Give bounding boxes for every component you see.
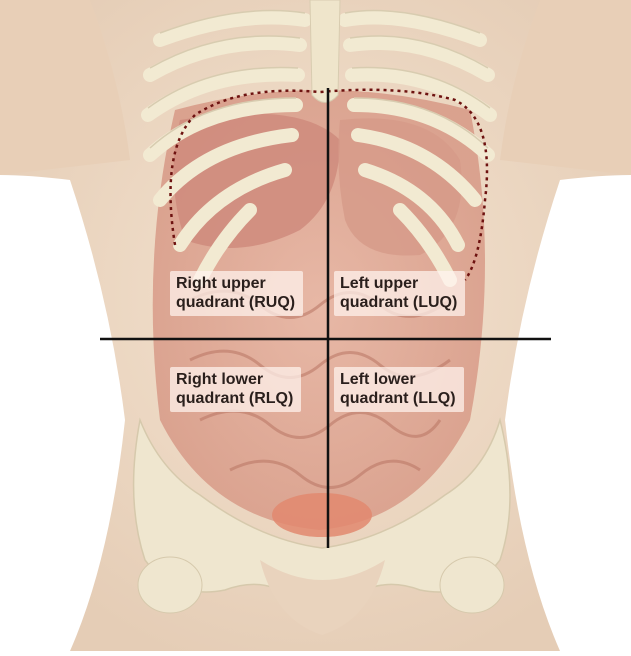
ruq-label: Right upper quadrant (RUQ)	[170, 271, 303, 316]
rlq-label-line2: quadrant (RLQ)	[176, 389, 293, 408]
right-femur-head	[440, 557, 504, 613]
luq-label: Left upper quadrant (LUQ)	[334, 271, 465, 316]
luq-label-line2: quadrant (LUQ)	[340, 293, 457, 312]
llq-label-line2: quadrant (LLQ)	[340, 389, 456, 408]
sternum	[310, 0, 340, 103]
llq-label-line1: Left lower	[340, 370, 456, 389]
llq-label: Left lower quadrant (LLQ)	[334, 367, 464, 412]
rlq-label-line1: Right lower	[176, 370, 293, 389]
ruq-label-line2: quadrant (RUQ)	[176, 293, 295, 312]
left-femur-head	[138, 557, 202, 613]
ruq-label-line1: Right upper	[176, 274, 295, 293]
luq-label-line1: Left upper	[340, 274, 457, 293]
rlq-label: Right lower quadrant (RLQ)	[170, 367, 301, 412]
bladder	[272, 493, 372, 537]
